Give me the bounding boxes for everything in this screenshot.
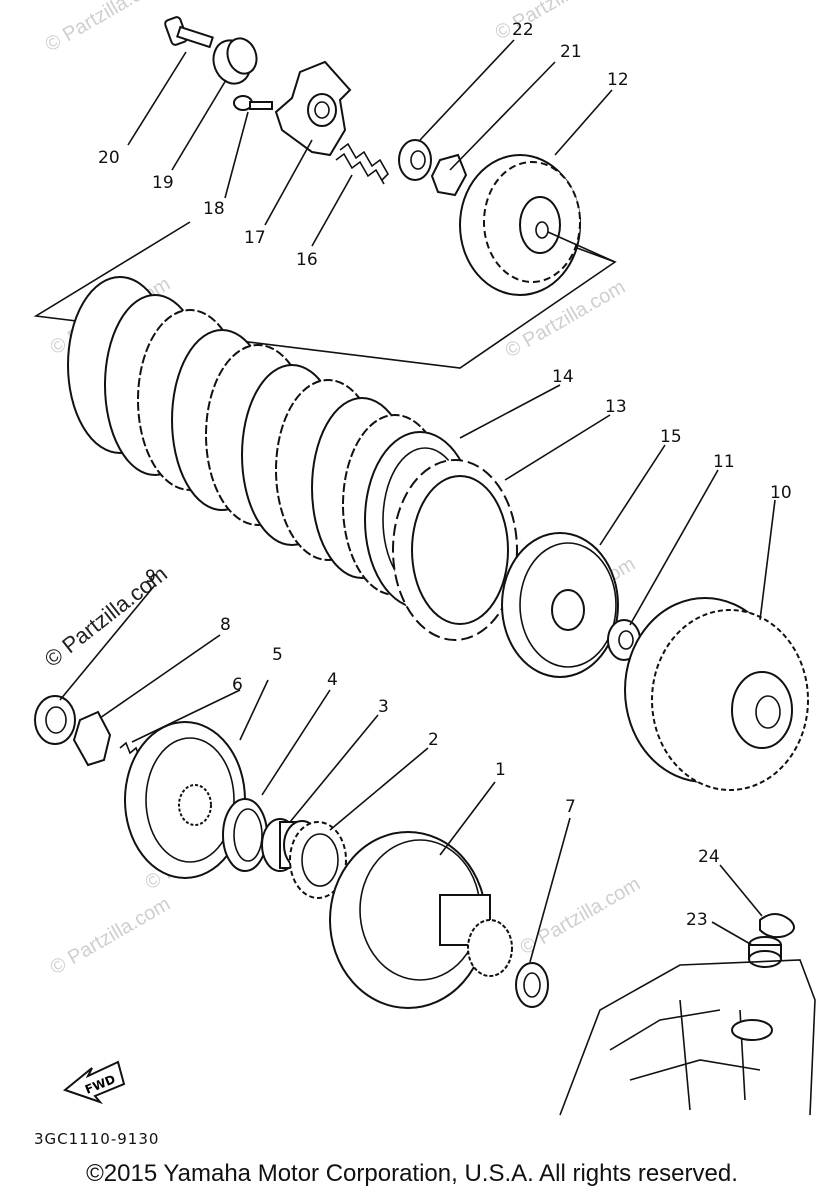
callout-13: 13 [605, 397, 627, 417]
part-oneway-clutch-2 [289, 821, 347, 899]
callout-labels: 1 2 3 4 5 6 7 8 9 10 11 12 13 14 15 16 1… [98, 20, 792, 930]
diagram-code: 3GC1110-9130 [34, 1130, 160, 1148]
part-lockwasher-21 [430, 153, 468, 197]
assembly-bracket [33, 221, 617, 369]
part-pressure-plate-15 [501, 532, 619, 678]
part-clutch-shoe-5 [124, 721, 246, 879]
part-bearing-19 [212, 37, 258, 85]
watermark: © Partzilla.com [42, 0, 170, 56]
part-washer-7 [515, 962, 549, 1008]
callout-18: 18 [203, 199, 225, 219]
callout-1: 1 [495, 760, 506, 780]
part-washer-4 [222, 798, 268, 872]
callout-11: 11 [713, 452, 735, 472]
callout-15: 15 [660, 427, 682, 447]
forward-arrow-icon: FWD [62, 1060, 126, 1105]
callout-5: 5 [272, 645, 283, 665]
callout-16: 16 [296, 250, 318, 270]
callout-21: 21 [560, 42, 582, 62]
callout-19: 19 [152, 173, 174, 193]
part-circlip-24 [759, 913, 795, 939]
callout-3: 3 [378, 697, 389, 717]
callout-14: 14 [552, 367, 574, 387]
callout-20: 20 [98, 148, 120, 168]
watermark: © Partzilla.com [492, 0, 620, 44]
callout-9: 9 [145, 567, 156, 587]
callout-10: 10 [770, 483, 792, 503]
callout-6: 6 [232, 675, 243, 695]
callout-22: 22 [512, 20, 534, 40]
copyright-notice: ©2015 Yamaha Motor Corporation, U.S.A. A… [86, 1160, 738, 1187]
part-nut-22 [398, 139, 432, 181]
callout-2: 2 [428, 730, 439, 750]
part-crankcase [559, 959, 816, 1116]
callout-23: 23 [686, 910, 708, 930]
part-clutch-housing-10 [624, 597, 809, 791]
leader-lines [59, 39, 776, 963]
part-spring-16 [335, 142, 389, 185]
watermark: © Partzilla.com [47, 893, 175, 979]
part-seal-9 [34, 695, 76, 745]
part-screw-18 [233, 95, 273, 111]
callout-4: 4 [327, 670, 338, 690]
part-clutch-drum-1 [329, 831, 513, 1009]
part-plug-23 [748, 936, 782, 968]
callout-24: 24 [698, 847, 720, 867]
callout-12: 12 [607, 70, 629, 90]
part-plate-17 [274, 60, 352, 157]
watermark: © Partzilla.com [517, 873, 645, 959]
part-plate-8 [72, 710, 112, 767]
callout-8: 8 [220, 615, 231, 635]
part-bolt-20 [164, 16, 214, 49]
callout-7: 7 [565, 797, 576, 817]
callout-17: 17 [244, 228, 266, 248]
part-gear-12 [459, 154, 616, 296]
part-friction-plate-13 [392, 459, 518, 641]
